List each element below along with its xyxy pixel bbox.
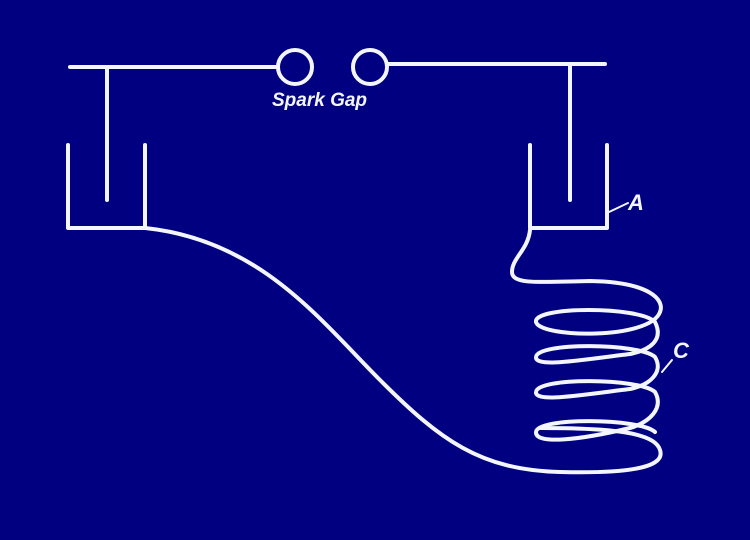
left-jar	[66, 143, 147, 230]
spark-ball-left	[276, 48, 314, 86]
lower-wire	[143, 226, 663, 475]
coil-pointer-line	[661, 359, 673, 373]
coil-label-c: C	[673, 338, 689, 363]
coil-lead	[510, 228, 663, 314]
right-jar	[528, 143, 609, 230]
spark-ball-right	[351, 48, 389, 86]
jar-pointer-line	[608, 202, 629, 213]
jar-label-a: A	[628, 190, 644, 215]
spark-gap-label: Spark Gap	[272, 90, 368, 111]
coil	[534, 308, 662, 442]
